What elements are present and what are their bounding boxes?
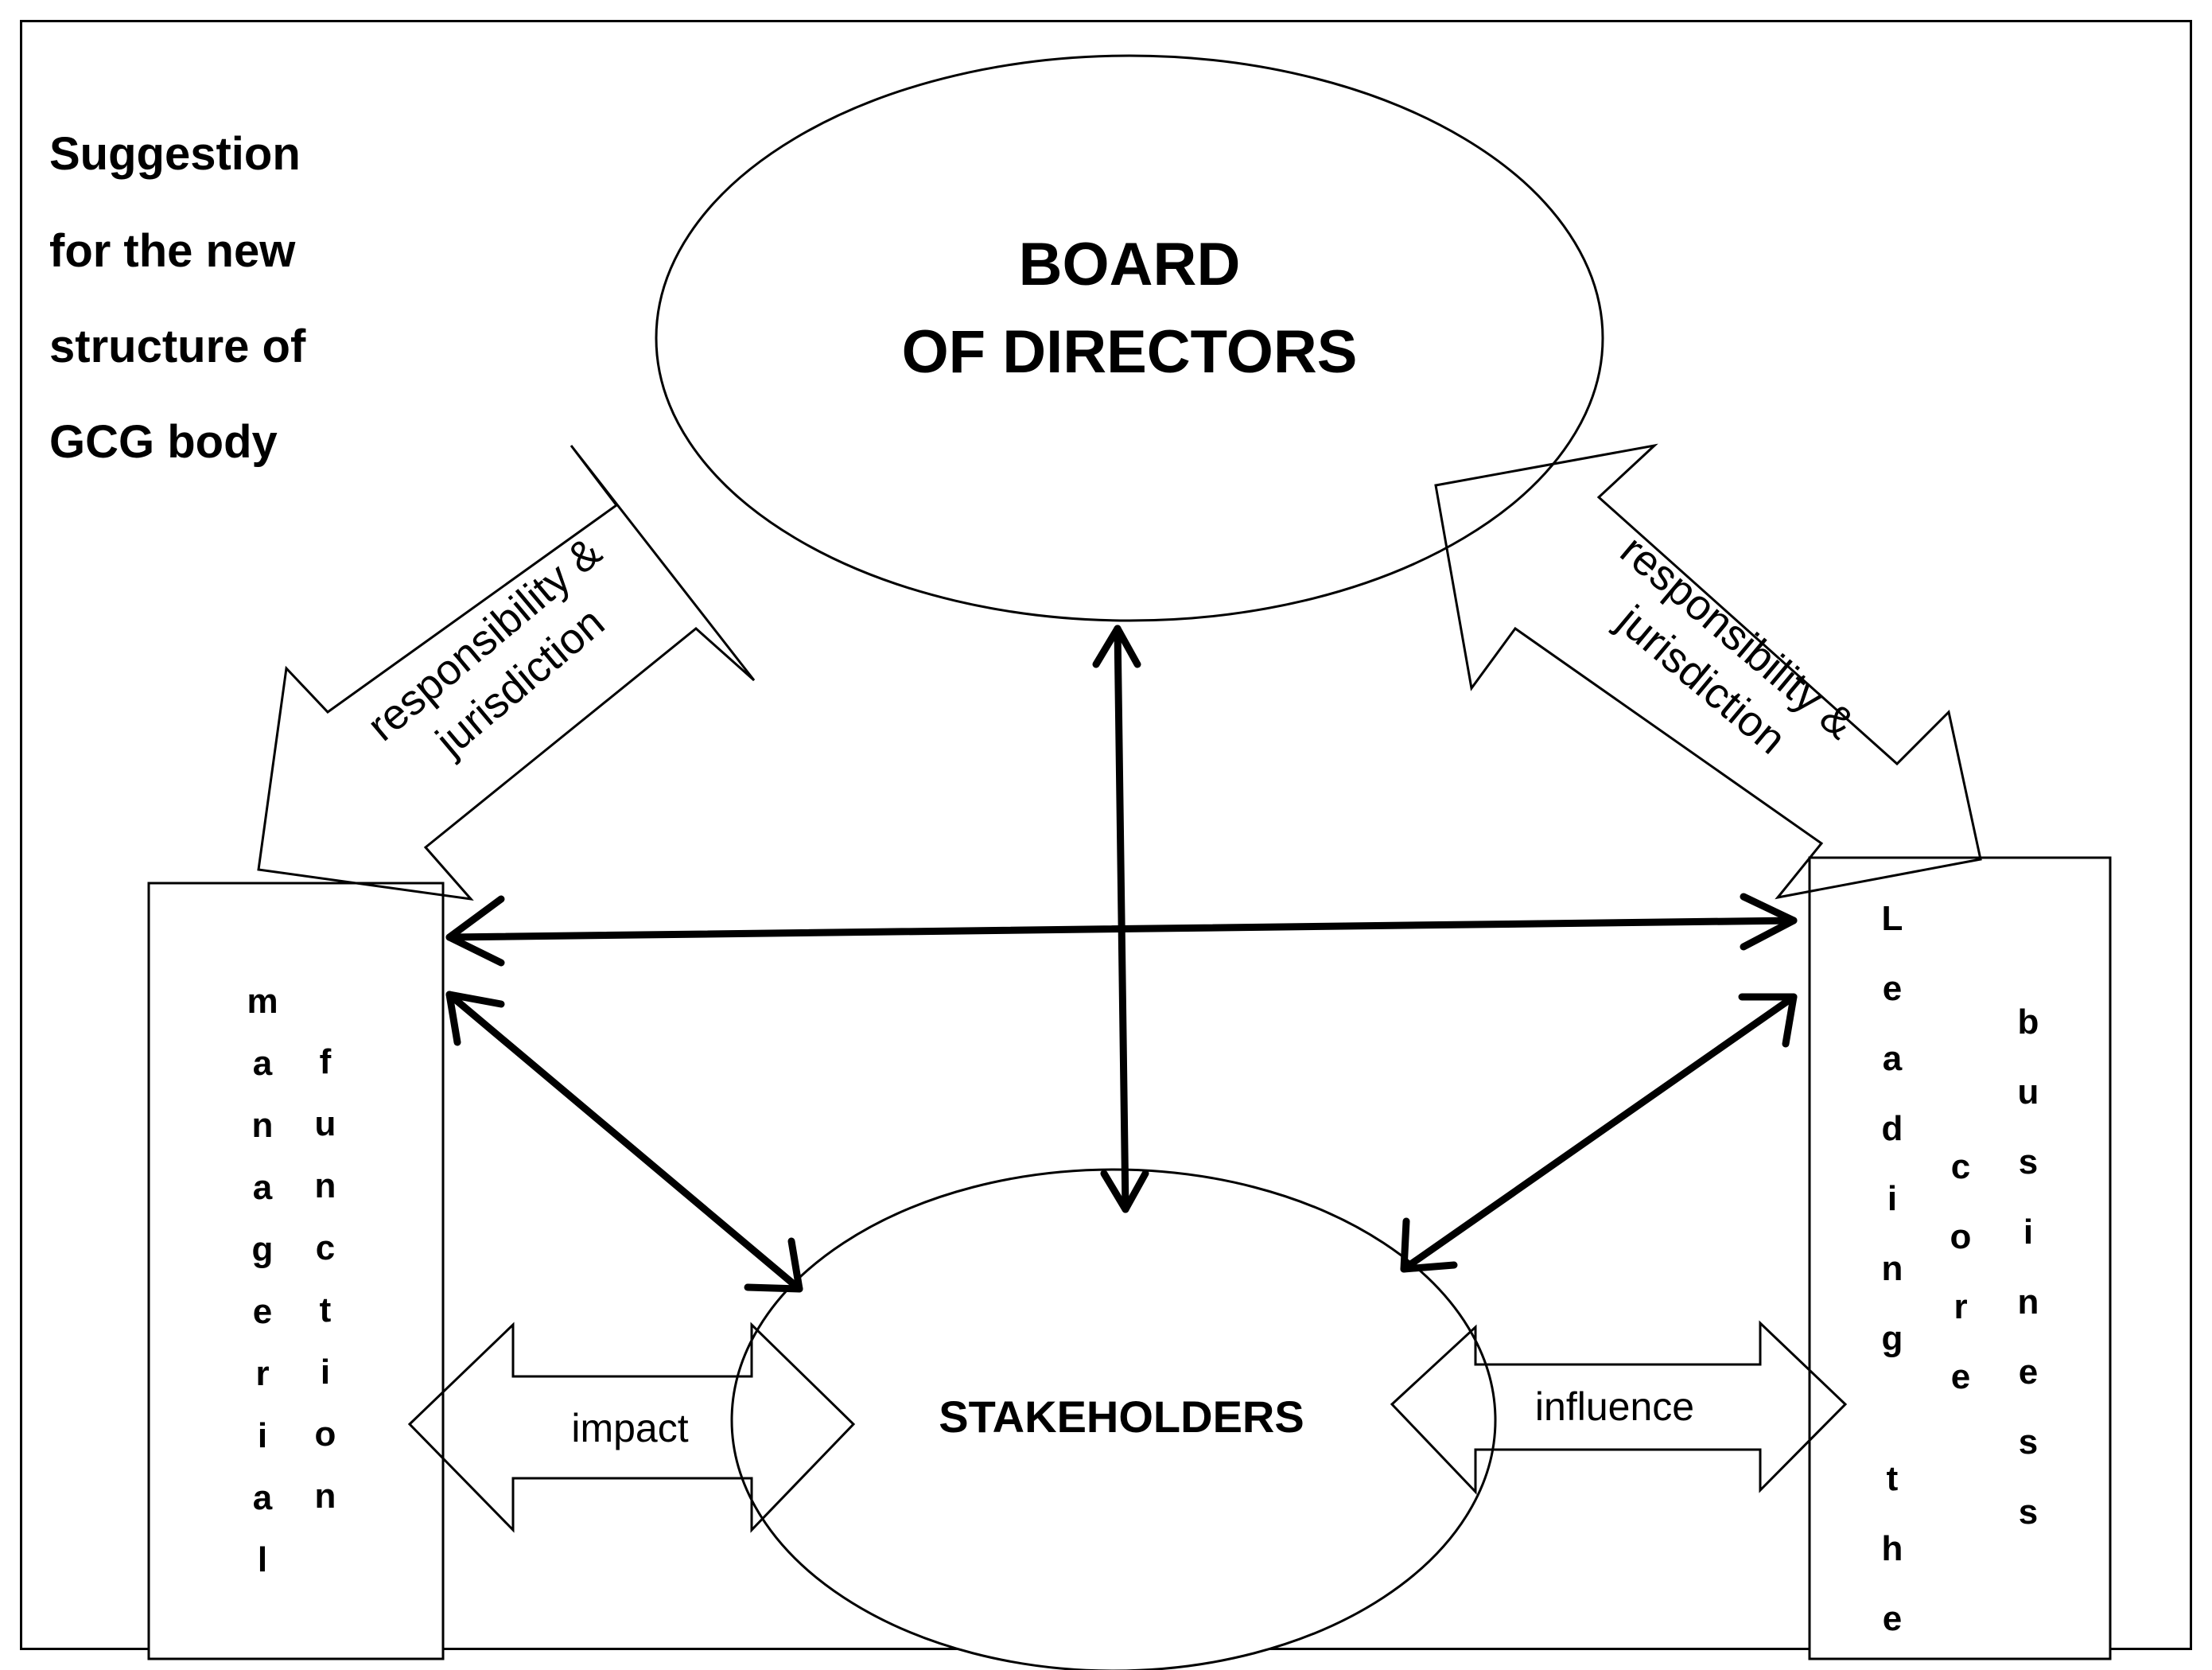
- right-responsibility-arrow: [1434, 443, 1982, 900]
- function-letter: i: [320, 1353, 331, 1392]
- stakeholders-ellipse: [730, 1168, 1497, 1670]
- managerial-letter: n: [251, 1106, 274, 1145]
- left-responsibility-arrow: [257, 445, 756, 901]
- leading-the-letter: i: [1887, 1179, 1898, 1218]
- leading-the-letter: t: [1886, 1459, 1899, 1498]
- function-letter: n: [314, 1166, 336, 1205]
- managerial-letter: a: [252, 1044, 273, 1083]
- business-letter: s: [2018, 1493, 2039, 1532]
- vertical-arrow: [1114, 625, 1129, 1213]
- leading-the-letter: a: [1882, 1039, 1903, 1078]
- function-letter: f: [319, 1042, 332, 1081]
- horizontal-arrow-head-right: [1740, 893, 1798, 951]
- vertical-arrow-head-bottom: [1100, 1170, 1149, 1213]
- business-letter: b: [2017, 1002, 2039, 1041]
- business-letter: n: [2017, 1283, 2039, 1322]
- left-diagonal-arrow-head-bottom: [744, 1237, 803, 1293]
- managerial-letter: a: [252, 1168, 273, 1207]
- business-letter: e: [2018, 1353, 2039, 1392]
- impact-arrow: [407, 1322, 856, 1533]
- function-letter: u: [314, 1104, 336, 1143]
- core-letter: e: [1950, 1357, 1971, 1396]
- function-letter: n: [314, 1477, 336, 1516]
- function-letter: o: [314, 1415, 336, 1454]
- leading-the-letter: d: [1881, 1109, 1903, 1148]
- business-letter: u: [2017, 1072, 2039, 1111]
- left-diagonal-arrow: [445, 991, 803, 1293]
- stakeholders-label: STAKEHOLDERS: [939, 1392, 1304, 1442]
- left-diagonal-arrow-head-top: [445, 991, 505, 1046]
- right-diagonal-arrow-head-top: [1738, 993, 1798, 1048]
- title-line-2: for the new: [49, 225, 296, 277]
- managerial-function-box: [147, 882, 445, 1660]
- core-letter: c: [1950, 1147, 1971, 1186]
- board-label-line1: BOARD: [1019, 231, 1241, 298]
- leading-the-letter: e: [1882, 969, 1903, 1008]
- managerial-letter: r: [255, 1354, 270, 1393]
- leading-the-letter: L: [1881, 899, 1903, 938]
- managerial-letter: l: [257, 1540, 268, 1579]
- title-line-1: Suggestion: [49, 128, 301, 180]
- leading-the-letter: h: [1881, 1529, 1903, 1568]
- title-line-4: GCG body: [49, 416, 278, 468]
- business-letter: s: [2018, 1423, 2039, 1462]
- managerial-letter: e: [252, 1292, 273, 1331]
- managerial-letter: a: [252, 1478, 273, 1517]
- connector-arrows: [445, 625, 1798, 1293]
- horizontal-arrow-head-left: [445, 895, 505, 967]
- vertical-arrow-head-top: [1092, 625, 1141, 668]
- board-label-line2: OF DIRECTORS: [902, 318, 1358, 386]
- leading-the-letter: e: [1882, 1599, 1903, 1638]
- impact-label: impact: [571, 1406, 688, 1450]
- leading-the-letter: n: [1881, 1249, 1903, 1288]
- right-diagonal-arrow-head-bottom: [1400, 1217, 1458, 1273]
- managerial-letter: m: [247, 982, 278, 1021]
- leading-the-letter: [1887, 1388, 1897, 1431]
- core-letter: o: [1950, 1217, 1972, 1256]
- influence-label: influence: [1535, 1384, 1694, 1429]
- business-letter: i: [2023, 1213, 2034, 1252]
- managerial-letter: g: [251, 1230, 274, 1269]
- business-letter: s: [2018, 1143, 2039, 1181]
- leading-core-business-box: [1808, 856, 2112, 1660]
- function-letter: t: [319, 1290, 332, 1329]
- influence-arrow: [1390, 1320, 1848, 1495]
- title-line-3: structure of: [49, 321, 306, 372]
- function-letter: c: [315, 1228, 336, 1267]
- right-diagonal-arrow: [1400, 993, 1798, 1273]
- leading-the-letter: g: [1881, 1319, 1903, 1358]
- board-of-directors-ellipse: [655, 54, 1604, 622]
- core-letter: r: [1953, 1287, 1968, 1326]
- managerial-letter: i: [257, 1416, 268, 1455]
